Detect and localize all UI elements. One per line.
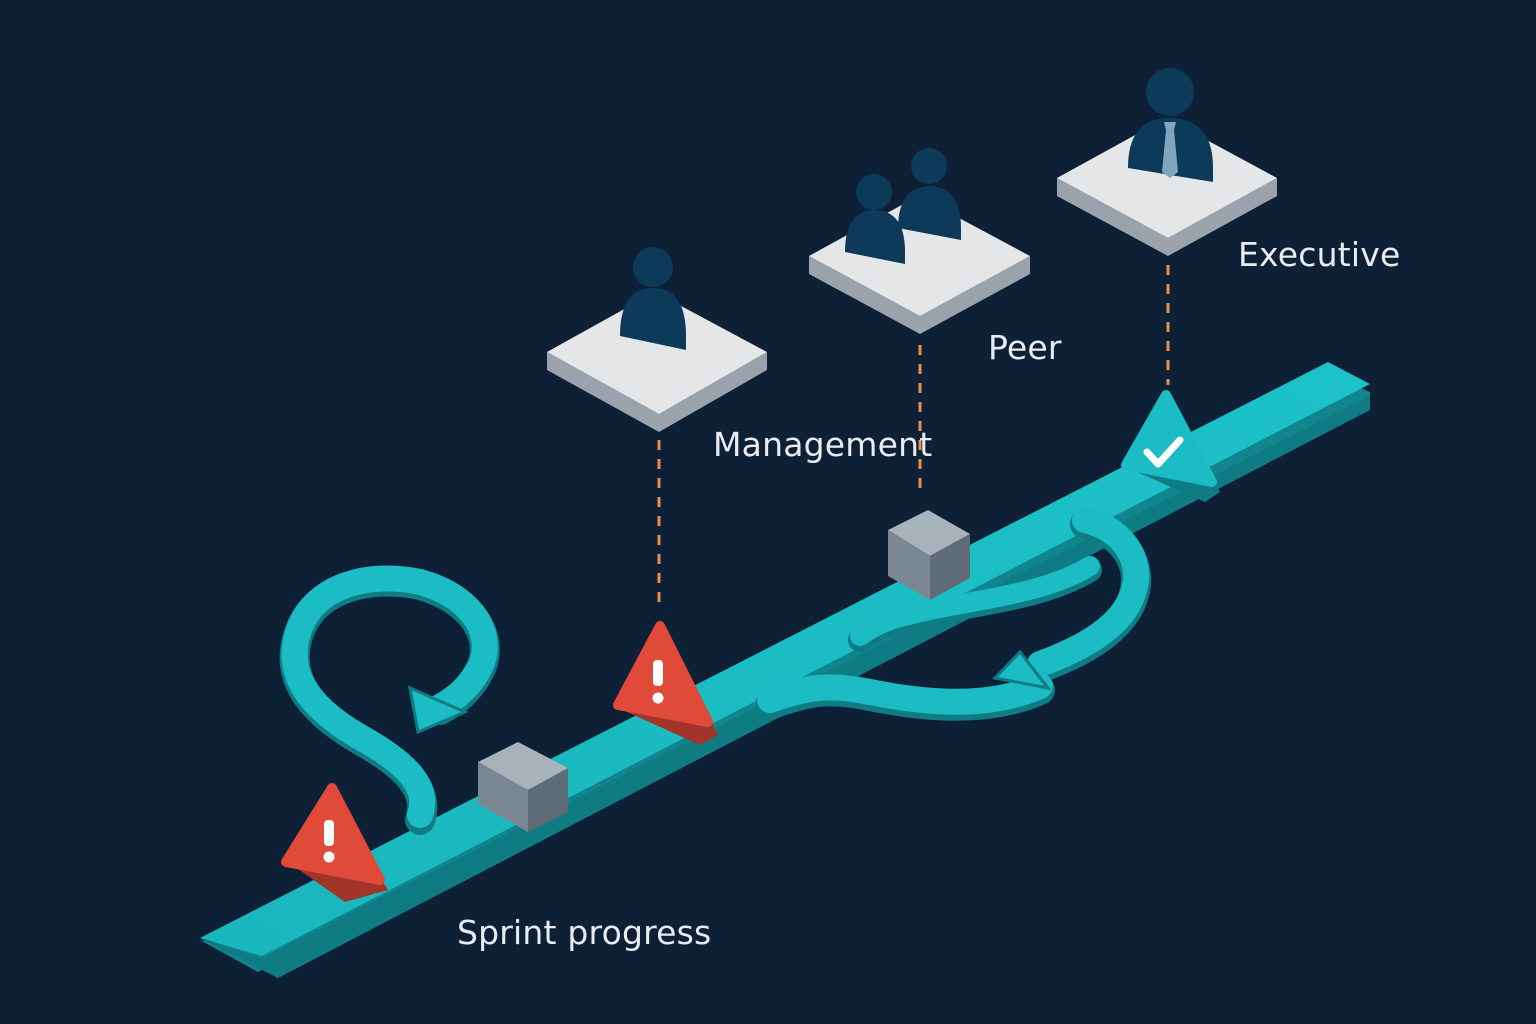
detour-branch-path: [757, 673, 1053, 715]
block-icon: [478, 742, 568, 832]
executive-label: Executive: [1238, 235, 1401, 274]
connector-lines: [657, 265, 1170, 610]
loop-left-arrowhead: [408, 685, 469, 735]
executive-platform: [1057, 68, 1277, 256]
executive-icon: [1128, 68, 1213, 182]
warning-icon: [281, 783, 388, 902]
management-label: Management: [713, 425, 933, 464]
management-platform: [547, 247, 767, 432]
sprint-progress-label: Sprint progress: [457, 913, 712, 952]
loop-right-arrowhead: [991, 649, 1052, 691]
detour-inner-path: [850, 556, 1100, 646]
warning-icon: [613, 621, 718, 745]
loop-left-path: [281, 565, 498, 828]
peer-platform: [809, 148, 1030, 334]
people-icon: [845, 148, 961, 264]
person-icon: [620, 247, 686, 350]
checkmark-icon: [1121, 390, 1220, 502]
loop-right-path: [1027, 507, 1150, 677]
rework-loop-left: [279, 565, 500, 835]
rework-loop-right: [755, 507, 1152, 721]
peer-label: Peer: [988, 328, 1062, 367]
block-icon: [888, 510, 970, 600]
